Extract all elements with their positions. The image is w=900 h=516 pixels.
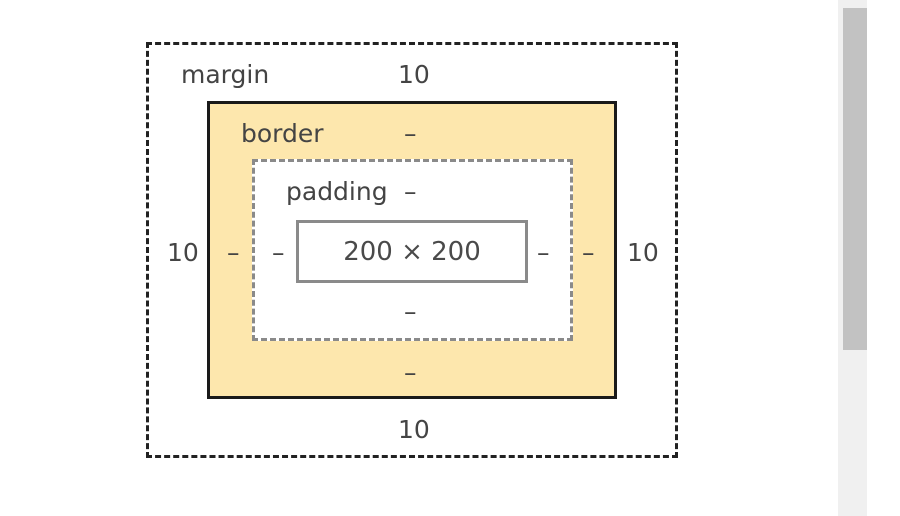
box-model-viewer: margin border padding 10 10 10 10 – – – … <box>146 42 678 458</box>
border-label: border <box>241 119 324 148</box>
padding-right-value[interactable]: – <box>537 238 550 267</box>
margin-right-value[interactable]: 10 <box>627 238 659 267</box>
margin-top-value[interactable]: 10 <box>398 60 430 89</box>
margin-bottom-value[interactable]: 10 <box>398 415 430 444</box>
padding-label: padding <box>286 177 388 206</box>
margin-left-value[interactable]: 10 <box>167 238 199 267</box>
border-bottom-value[interactable]: – <box>404 358 417 387</box>
border-left-value[interactable]: – <box>227 238 240 267</box>
border-right-value[interactable]: – <box>582 238 595 267</box>
padding-top-value[interactable]: – <box>404 177 417 206</box>
padding-bottom-value[interactable]: – <box>404 297 417 326</box>
margin-label: margin <box>181 60 270 89</box>
content-size-value[interactable]: 200 × 200 <box>343 236 481 267</box>
border-top-value[interactable]: – <box>404 119 417 148</box>
content-box[interactable] <box>296 220 528 283</box>
padding-left-value[interactable]: – <box>272 238 285 267</box>
vertical-scrollbar-thumb[interactable] <box>843 8 867 350</box>
